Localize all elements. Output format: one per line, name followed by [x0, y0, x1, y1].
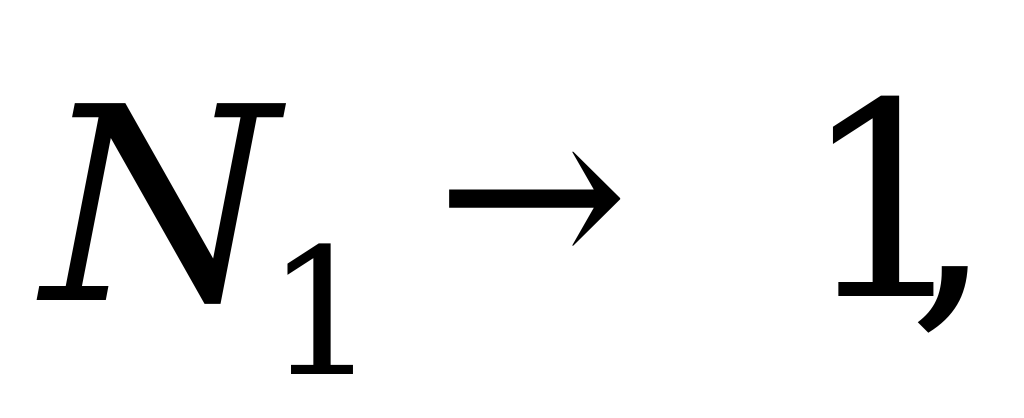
formula-punctuation: ,: [908, 45, 994, 360]
formula-value: 1: [800, 45, 972, 360]
formula-subscript: 1: [266, 211, 378, 416]
formula-variable: N: [42, 49, 279, 364]
right-arrow-icon: →: [436, 61, 629, 328]
